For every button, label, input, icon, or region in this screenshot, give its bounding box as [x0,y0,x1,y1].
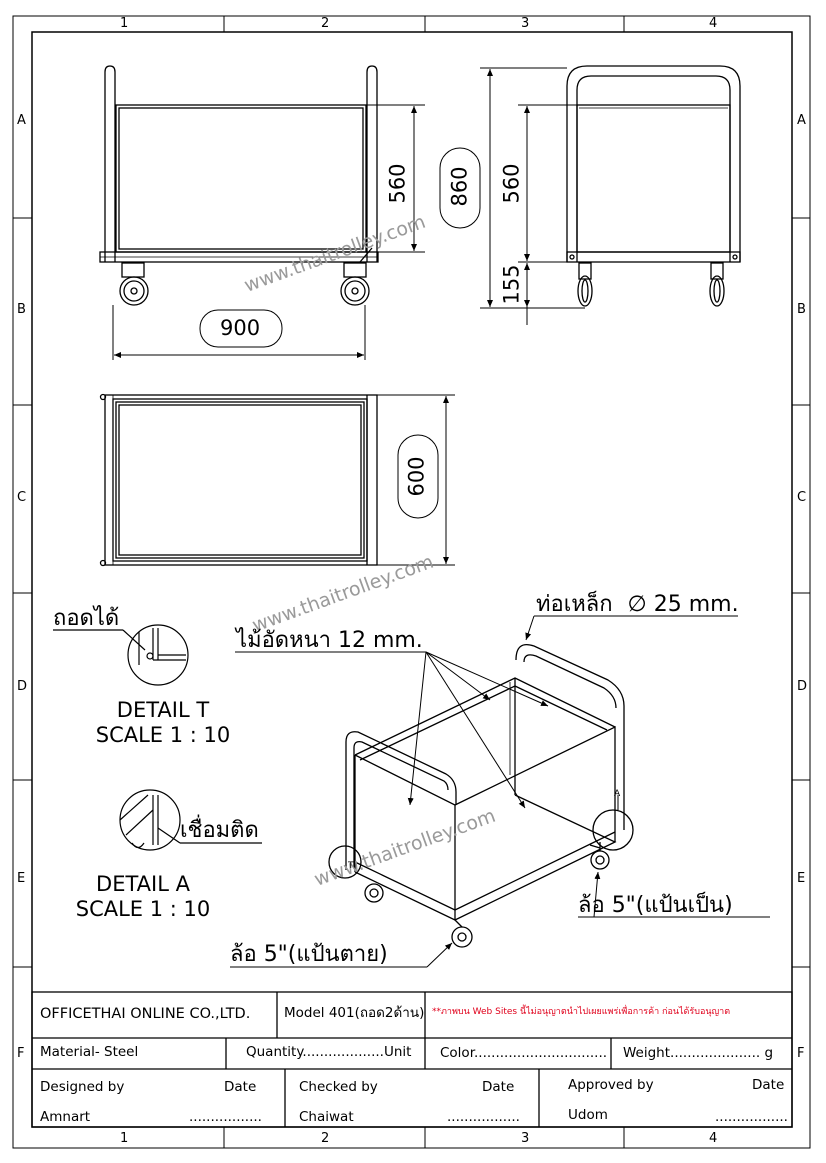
approved-date-label: Date [752,1077,785,1093]
note-tube-size: 25 mm. [653,592,739,617]
side-dimensions [439,67,585,325]
company-name: OFFICETHAI ONLINE CO.,LTD. [40,1006,251,1022]
row-label-f: F [17,1046,25,1061]
dimension-overall-height: 860 [447,166,472,207]
note-removable: ถอดได้ [53,606,120,631]
title-block-lines [31,991,793,1128]
designed-date-label: Date [224,1079,257,1095]
checked-date-label: Date [482,1079,515,1095]
column-label-4: 4 [709,16,718,31]
detail-t-caption: DETAIL T SCALE 1 : 10 [78,698,248,748]
leader-lines [230,615,770,968]
row-label-c-right: C [797,490,807,505]
side-view [566,65,741,307]
dimension-width: 600 [404,456,429,497]
color-field: Color............................... [440,1045,608,1061]
row-label-c: C [17,490,27,505]
quantity-field: Quantity...................Unit [246,1044,412,1060]
dimension-length: 900 [220,316,261,340]
note-fixed-wheel: ล้อ 5"(แป้นตาย) [230,942,388,967]
checker-name: Chaiwat [299,1109,354,1125]
detail-t-view [53,624,189,686]
row-label-e: E [17,871,26,886]
top-dimensions [377,394,455,566]
note-swivel-wheel: ล้อ 5"(แป้นเป็น) [578,893,733,918]
checked-date: ................. [447,1109,520,1125]
column-label-3-bottom: 3 [521,1131,530,1146]
designed-by-label: Designed by [40,1079,125,1095]
detail-a-scale: SCALE 1 : 10 [75,897,211,922]
column-label-1-bottom: 1 [120,1131,129,1146]
row-label-b-right: B [797,302,806,317]
checked-by-label: Checked by [299,1079,378,1095]
weight-field: Weight..................... g [623,1045,774,1061]
diameter-symbol: ∅ [627,592,647,617]
detail-t-marker: T [348,861,354,871]
row-label-f-right: F [797,1046,805,1061]
row-label-a-right: A [797,113,806,128]
detail-t-title: DETAIL T [116,698,210,722]
dimension-side-height: 560 [385,163,410,204]
approved-date: ................. [715,1109,788,1125]
designer-name: Amnart [40,1109,91,1125]
column-label-2: 2 [321,16,330,31]
front-dimensions [112,104,425,360]
model-number: Model 401(ถอด2ด้าน) [284,1005,425,1021]
detail-a-caption: DETAIL A SCALE 1 : 10 [58,872,228,922]
row-label-a: A [17,113,26,128]
sheet-border [12,15,811,1149]
row-label-b: B [17,302,26,317]
dimension-end-height: 560 [499,163,524,204]
isometric-view [328,643,634,948]
material-field: Material- Steel [40,1044,139,1060]
row-label-e-right: E [797,871,806,886]
detail-a-marker: A [614,789,621,799]
column-label-4-bottom: 4 [709,1131,718,1146]
copyright-notice: **ภาพบน Web Sites นี้ไม่อนุญาตนำไปเผยแพร… [432,1007,731,1017]
top-view [99,393,378,567]
detail-a-title: DETAIL A [96,872,190,896]
detail-a-view [119,789,262,851]
approver-name: Udom [568,1107,608,1123]
approved-by-label: Approved by [568,1077,654,1093]
row-label-d-right: D [797,679,808,694]
note-plywood: ไม้อัดหนา 12 mm. [236,628,423,653]
note-tube-label: ท่อเหล็ก ∅ 25 mm. [536,594,739,616]
dimension-wheel-height: 155 [499,264,524,305]
detail-t-scale: SCALE 1 : 10 [95,723,231,748]
column-label-3: 3 [521,16,530,31]
column-label-2-bottom: 2 [321,1131,330,1146]
designed-date: ................. [189,1109,262,1125]
front-view [99,65,379,306]
note-welded: เชื่อมติด [180,818,259,843]
column-label-1: 1 [120,16,129,31]
note-tube-text: ท่อเหล็ก [536,592,613,617]
row-label-d: D [17,679,28,694]
